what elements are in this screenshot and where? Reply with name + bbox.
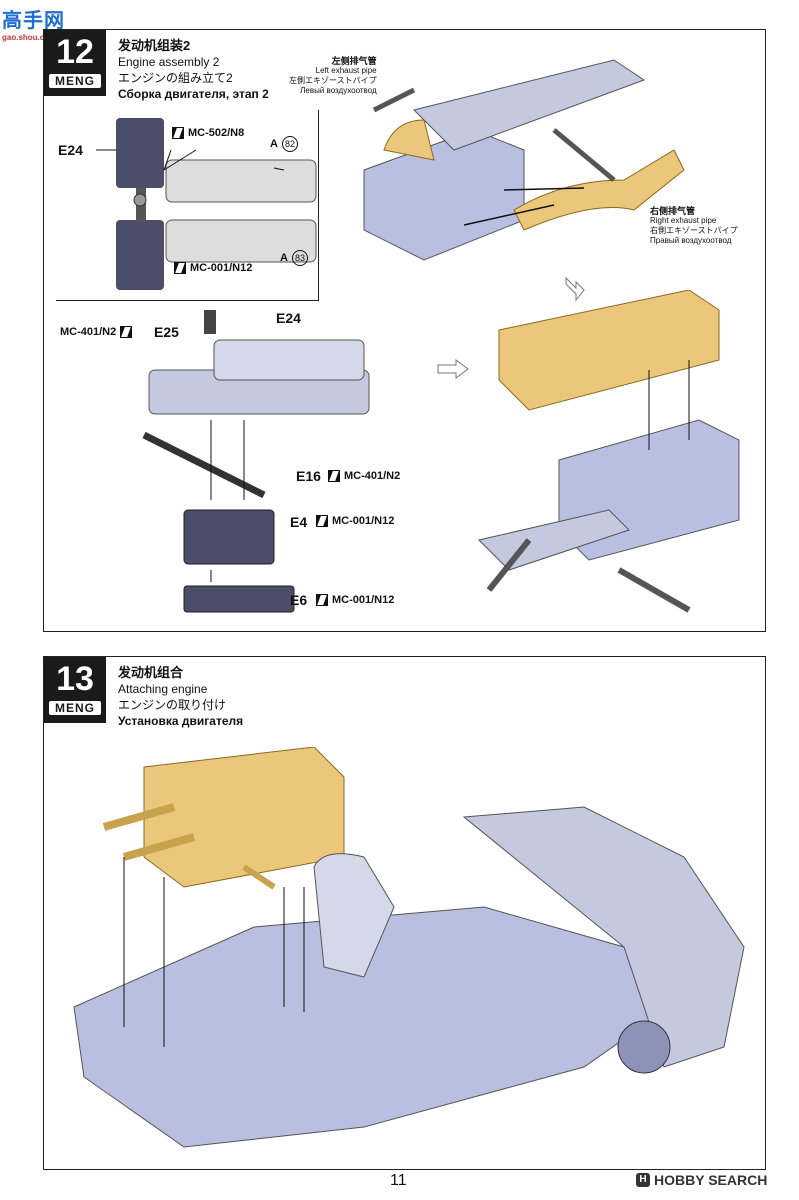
part-e4: E4: [290, 514, 308, 530]
part-e16: E16: [296, 468, 321, 484]
part-e6: E6: [290, 592, 308, 608]
page-number: 11: [390, 1172, 407, 1189]
step-12-title-ru: Сборка двигателя, этап 2: [118, 87, 269, 101]
chassis-illustration: [73, 747, 745, 1148]
step-13-title-ru: Установка двигателя: [118, 714, 244, 728]
detail-inset: [56, 110, 319, 301]
step-12-badge: 12 MENG: [44, 30, 106, 96]
e25-paint: MC-401/N2: [60, 326, 133, 338]
step-13-title-ja: エンジンの取り付け: [118, 698, 227, 712]
exploded-parts-illustration: [142, 310, 370, 613]
step-13-panel: 13 MENG 发动机组合 Attaching engine エンジンの取り付け…: [43, 656, 766, 1170]
part-e25: E25: [154, 324, 179, 340]
paint-brush-icon: [174, 262, 186, 274]
hobby-search-watermark: H HOBBY SEARCH: [636, 1172, 767, 1188]
step-13-number: 13: [56, 660, 94, 698]
step-13-title-en: Attaching engine: [118, 682, 208, 696]
hobby-search-logo-icon: H: [636, 1173, 650, 1187]
inset-decal-top: A 82: [270, 136, 298, 152]
paint-brush-icon: [172, 127, 184, 139]
inset-paint-top: MC-502/N8: [172, 127, 244, 139]
arrow-down-icon: [565, 276, 585, 302]
step-12-number: 12: [56, 33, 94, 71]
step-12-panel: 12 MENG 发动机组装2 Engine assembly 2 エンジンの組み…: [43, 29, 766, 632]
part-e24: E24: [276, 310, 301, 326]
e6-paint: MC-001/N12: [316, 594, 394, 606]
step-13-title: 发动机组合 Attaching engine エンジンの取り付け Установ…: [118, 665, 243, 729]
paint-brush-icon: [328, 470, 340, 482]
paint-brush-icon: [316, 515, 328, 527]
assembled-engine-illustration: [478, 290, 740, 613]
step-13-badge: 13 MENG: [44, 657, 106, 723]
right-exhaust-label: 右侧排气管 Right exhaust pipe 右側エキゾーストパイプ Пра…: [650, 206, 738, 245]
e4-paint: MC-001/N12: [316, 515, 394, 527]
inset-decal-bottom: A 83: [280, 250, 308, 266]
step-13-brand: MENG: [49, 701, 101, 715]
decal-number-82: 82: [281, 136, 298, 152]
decal-number-83: 83: [291, 250, 308, 266]
exhaust-assembly-illustration: [363, 59, 685, 261]
inset-illustration: [96, 118, 317, 290]
watermark: 高手网 gao.shou.com: [2, 4, 72, 42]
watermark-logo: 高手网: [2, 8, 65, 32]
inset-part-e24: E24: [58, 142, 83, 158]
watermark-site: gao.shou.com: [2, 33, 57, 42]
step-12-title: 发动机组装2 Engine assembly 2 エンジンの組み立て2 Сбор…: [118, 38, 269, 102]
inset-paint-bottom: MC-001/N12: [174, 262, 252, 274]
paint-brush-icon: [316, 594, 328, 606]
step-12-title-en: Engine assembly 2: [118, 55, 220, 69]
left-exhaust-label: 左侧排气管 Left exhaust pipe 左側エキゾーストパイプ Левы…: [289, 56, 377, 95]
step-12-title-zh: 发动机组装2: [118, 38, 191, 53]
arrow-right-icon: [437, 359, 469, 379]
step-12-title-ja: エンジンの組み立て2: [118, 71, 233, 85]
step-12-brand: MENG: [49, 74, 101, 88]
e16-paint: MC-401/N2: [328, 470, 400, 482]
step-13-title-zh: 发动机组合: [118, 665, 184, 680]
paint-brush-icon: [120, 326, 133, 338]
